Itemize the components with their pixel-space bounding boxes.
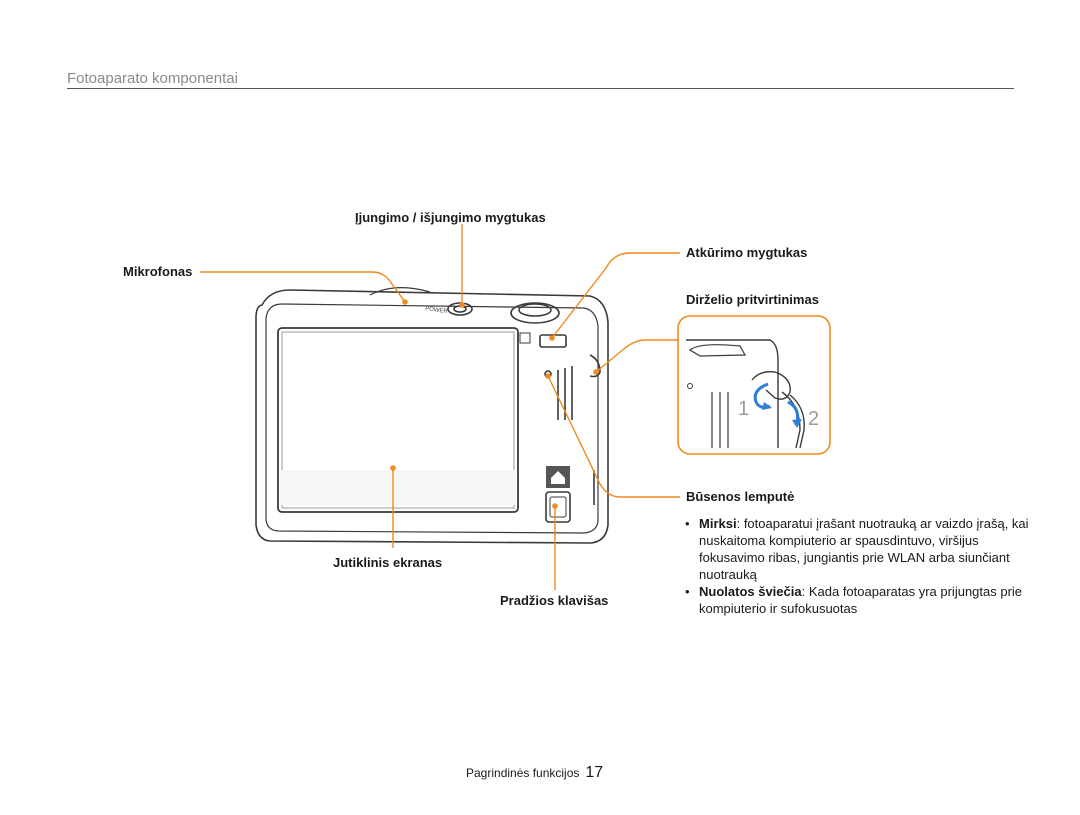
- list-item-term: Nuolatos šviečia: [699, 584, 802, 599]
- playback-button-label: Atkūrimo mygtukas: [686, 245, 808, 260]
- page-section-title: Fotoaparato komponentai: [67, 70, 238, 87]
- page-footer: Pagrindinės funkcijos 17: [466, 764, 603, 782]
- footer-section: Pagrindinės funkcijos: [466, 766, 580, 780]
- touchscreen-label: Jutiklinis ekranas: [333, 555, 443, 570]
- page-number: 17: [585, 764, 604, 781]
- strap-eyelet-label: Dirželio pritvirtinimas: [686, 292, 819, 307]
- status-lamp-label: Būsenos lemputė: [686, 489, 795, 504]
- camera-body: [255, 287, 609, 544]
- list-item: Nuolatos šviečia: Kada fotoaparatas yra …: [685, 583, 1045, 617]
- header-divider: [67, 88, 1014, 89]
- list-item-text: fotoaparatui įrašant nuotrauką ar vaizdo…: [699, 516, 1029, 582]
- list-item-text: Kada fotoaparatas yra prijungtas prie ko…: [699, 584, 1023, 616]
- callout-dots: [390, 299, 599, 509]
- status-lamp-description: Mirksi: fotoaparatui įrašant nuotrauką a…: [685, 515, 1045, 617]
- home-key-label: Pradžios klavišas: [500, 593, 609, 608]
- list-item: Mirksi: fotoaparatui įrašant nuotrauką a…: [685, 515, 1045, 583]
- list-item-term: Mirksi: [699, 516, 737, 531]
- strap-step-2: 2: [808, 408, 820, 430]
- power-button-label: Įjungimo / išjungimo mygtukas: [355, 210, 546, 225]
- power-engraving: POWER: [425, 306, 449, 315]
- strap-step-1: 1: [738, 398, 750, 420]
- microphone-label: Mikrofonas: [123, 264, 193, 279]
- callout-lines: [200, 224, 680, 590]
- strap-inset: [677, 315, 831, 455]
